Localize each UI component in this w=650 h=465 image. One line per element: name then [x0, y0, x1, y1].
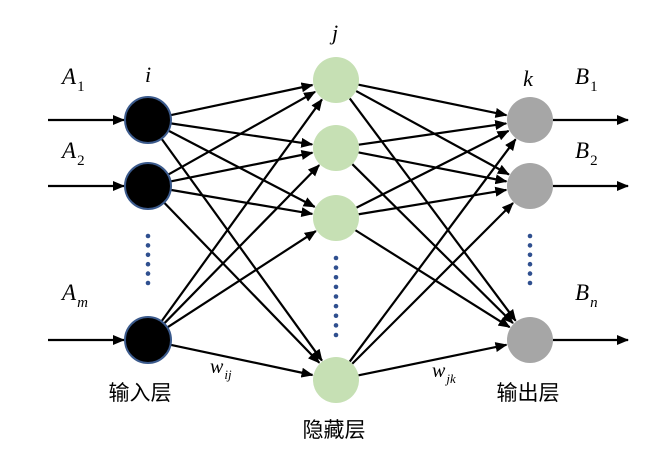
edge-hidden-3-output-1: [351, 202, 514, 365]
weight-label-ij: wij: [210, 356, 232, 382]
edge-hidden-2-output-0: [356, 129, 510, 209]
edge-hidden-0-output-0: [358, 83, 508, 118]
output-label-n: Bn: [575, 280, 598, 311]
input-label-1: A1: [60, 64, 85, 95]
output-label-2: B2: [575, 138, 598, 169]
hidden-ellipsis-dot: [333, 323, 339, 328]
input-layer-label: 输入层: [109, 381, 172, 405]
edge-hidden-2-output-2: [354, 229, 511, 329]
input-neuron-1: [124, 162, 172, 210]
edge-input-2-hidden-2: [166, 230, 317, 329]
input-neuron-2: [124, 316, 172, 364]
hidden-neuron-2: [313, 195, 359, 241]
edge-hidden-3-output-2: [358, 342, 508, 377]
output-ellipsis-dot: [527, 233, 533, 239]
input-ellipsis-dot: [145, 252, 151, 258]
output-neuron-0: [507, 97, 553, 143]
hidden-neuron-1: [313, 125, 359, 171]
input-neuron-0: [124, 96, 172, 144]
output-neuron-1: [507, 163, 553, 209]
output-label-1: B1: [575, 64, 598, 95]
weight-label-jk: wjk: [432, 360, 456, 386]
edge-input-1-hidden-0: [167, 90, 316, 176]
hidden-layer-symbol: j: [329, 20, 338, 45]
output-ellipsis-dot: [527, 243, 533, 248]
edge-hidden-2-output-1: [358, 186, 508, 216]
input-label-m: Am: [60, 280, 88, 311]
hidden-ellipsis-dot: [333, 265, 339, 270]
hidden-ellipsis-dot: [333, 274, 339, 280]
edge-hidden-0-output-1: [355, 90, 510, 176]
edge-input-1-hidden-3: [163, 201, 321, 364]
input-label-2: A2: [60, 138, 85, 169]
hidden-ellipsis-dot: [333, 313, 339, 319]
input-ellipsis-dot: [145, 280, 151, 286]
hidden-ellipsis-dot: [333, 294, 339, 299]
input-layer-symbol: i: [145, 62, 151, 87]
edge-input-2-hidden-0: [160, 98, 323, 323]
edge-hidden-3-output-0: [348, 138, 517, 363]
edge-hidden-1-output-1: [358, 151, 508, 185]
hidden-ellipsis-dot: [333, 303, 339, 309]
hidden-layer-label: 隐藏层: [303, 418, 366, 442]
edge-input-0-hidden-0: [170, 82, 314, 117]
hidden-neuron-3: [313, 357, 359, 403]
edge-hidden-0-output-2: [348, 97, 517, 322]
edge-input-1-hidden-2: [170, 188, 314, 218]
output-neuron-2: [507, 317, 553, 363]
output-ellipsis-dot: [527, 280, 533, 286]
output-layer-symbol: k: [523, 66, 534, 91]
edge-input-0-hidden-3: [160, 137, 323, 362]
edge-hidden-1-output-0: [358, 120, 508, 146]
input-ellipsis-dot: [145, 261, 151, 267]
output-ellipsis-dot: [527, 261, 533, 267]
edge-hidden-1-output-2: [351, 163, 514, 324]
input-ellipsis-dot: [145, 233, 151, 239]
edge-input-1-hidden-1: [170, 150, 314, 183]
output-ellipsis-dot: [527, 252, 533, 258]
hidden-ellipsis-dot: [333, 255, 339, 261]
edge-input-2-hidden-1: [163, 164, 320, 325]
hidden-ellipsis-dot: [333, 332, 339, 338]
edge-input-2-hidden-3: [170, 343, 314, 378]
input-ellipsis-dot: [145, 271, 151, 276]
io-arrows: [48, 115, 629, 345]
output-ellipsis-dot: [527, 271, 533, 276]
hidden-neuron-0: [313, 57, 359, 103]
ellipsis-dots: [145, 233, 533, 338]
input-ellipsis-dot: [145, 243, 151, 248]
hidden-ellipsis-dot: [333, 284, 339, 290]
neurons: [124, 57, 553, 403]
connection-edges: [160, 82, 517, 378]
output-layer-label: 输出层: [497, 381, 560, 405]
